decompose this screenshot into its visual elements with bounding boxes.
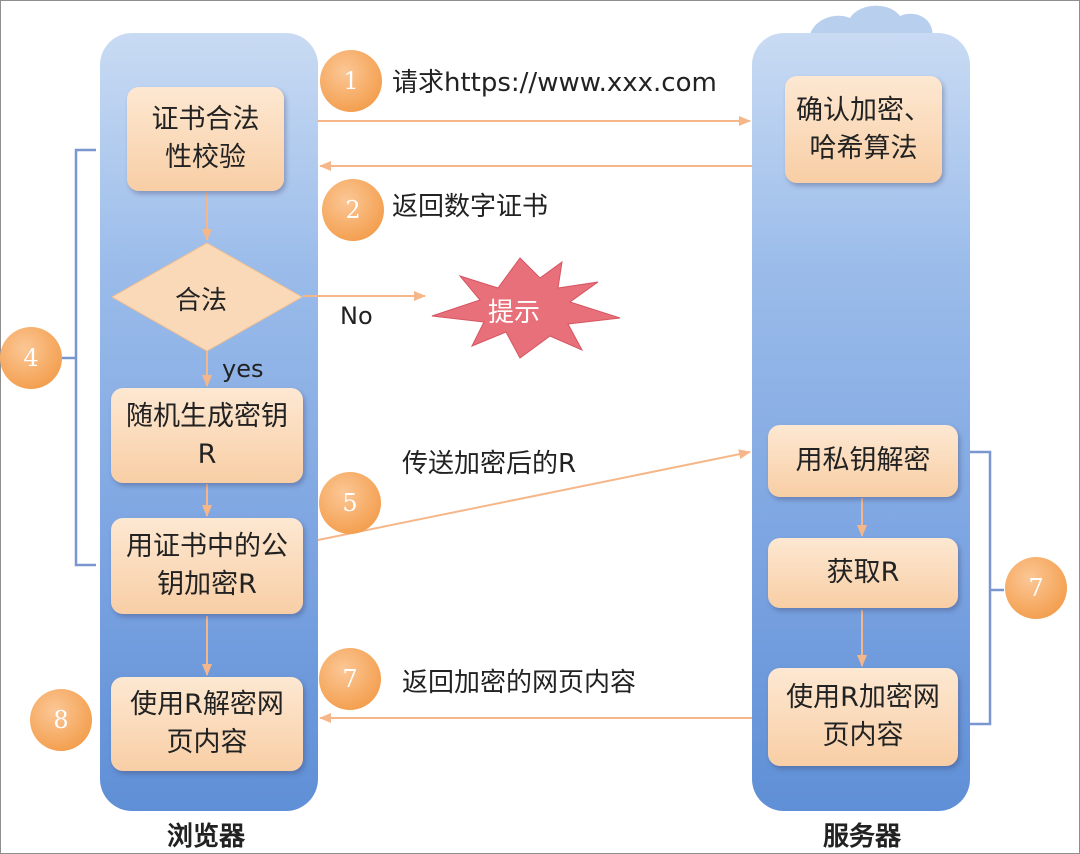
verify-cert-box: 证书合法性校验	[127, 87, 284, 191]
step-badge-2: 2	[322, 179, 384, 241]
verify-cert-text: 证书合法性校验	[151, 104, 260, 173]
server-title: 服务器	[823, 822, 902, 852]
bracket-left	[74, 148, 96, 567]
step-badge-7-browser: 7	[319, 648, 381, 710]
bracket-right	[970, 450, 992, 726]
gen-key-box: 随机生成密钥R	[111, 388, 303, 483]
valid-diamond-shape	[110, 242, 304, 352]
confirm-algo-box: 确认加密、哈希算法	[785, 76, 942, 183]
decrypt-page-text: 使用R解密网页内容	[130, 689, 284, 758]
confirm-algo-text: 确认加密、哈希算法	[796, 94, 931, 164]
yes-label: yes	[222, 355, 264, 383]
step-badge-5: 5	[319, 472, 381, 534]
encrypt-key-box: 用证书中的公钥加密R	[111, 518, 303, 614]
valid-diamond-label: 合法	[175, 286, 228, 316]
alert-label: 提示	[488, 298, 541, 328]
step-badge-8: 8	[30, 689, 92, 751]
get-r-text: 获取R	[826, 557, 900, 588]
alert-starburst-shape	[431, 257, 621, 359]
browser-title: 浏览器	[167, 822, 246, 852]
step-badge-4: 4	[0, 327, 62, 389]
return-page-label: 返回加密的网页内容	[402, 668, 637, 698]
get-r-box: 获取R	[768, 538, 958, 608]
encrypt-page-text: 使用R加密网页内容	[786, 682, 940, 751]
send-r-label: 传送加密后的R	[402, 449, 577, 479]
step-badge-7-server: 7	[1005, 557, 1067, 619]
decrypt-private-box: 用私钥解密	[768, 425, 958, 497]
decrypt-private-text: 用私钥解密	[795, 445, 931, 476]
encrypt-key-text: 用证书中的公钥加密R	[126, 531, 288, 600]
step-badge-1: 1	[320, 50, 382, 112]
gen-key-text: 随机生成密钥R	[126, 400, 288, 470]
decrypt-page-box: 使用R解密网页内容	[111, 677, 303, 771]
arrow-send-r	[317, 449, 751, 541]
encrypt-page-box: 使用R加密网页内容	[768, 668, 958, 766]
request-label: 请求https://www.xxx.com	[392, 68, 717, 98]
return-cert-label: 返回数字证书	[392, 192, 549, 222]
no-label: No	[340, 302, 373, 330]
